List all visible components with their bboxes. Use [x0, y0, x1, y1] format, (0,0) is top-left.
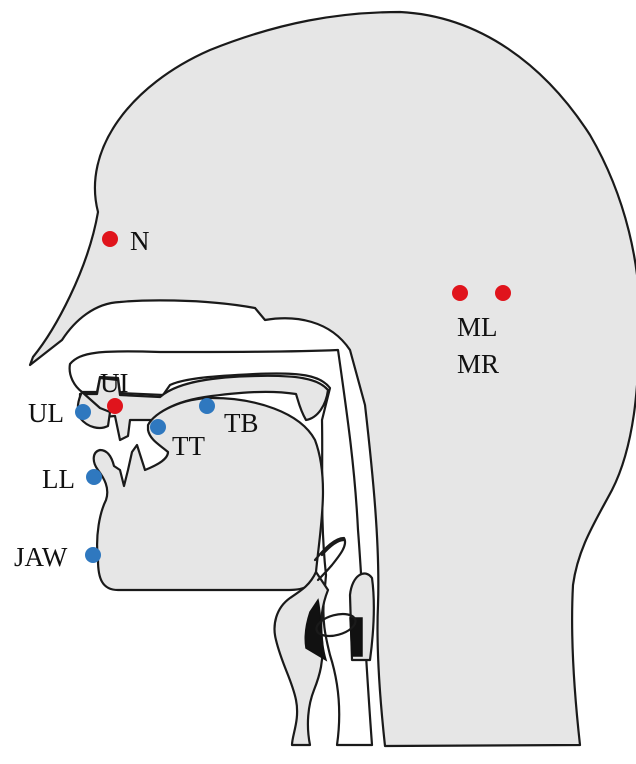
label-tb: TB: [224, 408, 259, 438]
label-jaw: JAW: [14, 542, 68, 572]
label-ul: UL: [28, 398, 64, 428]
sensor-tb: [199, 398, 215, 414]
label-mr: MR: [457, 349, 499, 379]
label-tt: TT: [172, 431, 205, 461]
sensor-tt: [150, 419, 166, 435]
label-ml: ML: [457, 312, 498, 342]
sensor-ml: [452, 285, 468, 301]
sensor-n: [102, 231, 118, 247]
label-n: N: [130, 226, 150, 256]
sensor-mr: [495, 285, 511, 301]
label-ui: UI: [100, 368, 129, 398]
sensor-ll: [86, 469, 102, 485]
sensor-jaw: [85, 547, 101, 563]
pharynx-larynx: [275, 572, 328, 745]
sensor-ul: [75, 404, 91, 420]
label-ll: LL: [42, 464, 75, 494]
sensor-ui: [107, 398, 123, 414]
